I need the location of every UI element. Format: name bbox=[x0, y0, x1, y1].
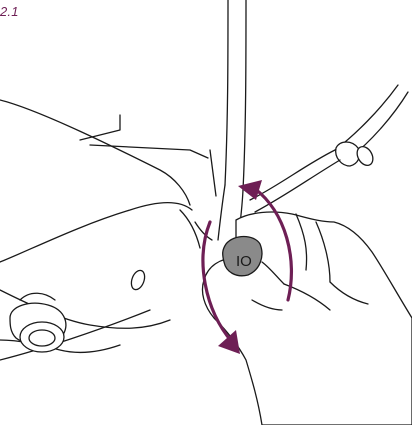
rotate-arrow-icon bbox=[201, 220, 240, 354]
seat-body bbox=[0, 99, 209, 361]
rotate-arrow-icon bbox=[238, 180, 294, 302]
frame-hole bbox=[130, 269, 146, 291]
step-label: 2.1 bbox=[0, 4, 19, 19]
pivot-mount bbox=[179, 149, 217, 249]
wheel-hub-icon bbox=[19, 321, 65, 353]
knob-label: ΙO bbox=[236, 253, 252, 270]
side-rod bbox=[249, 84, 409, 213]
handle-tube bbox=[217, 0, 247, 241]
adjustment-knob: ΙO bbox=[222, 235, 263, 277]
base-frame bbox=[0, 292, 121, 354]
